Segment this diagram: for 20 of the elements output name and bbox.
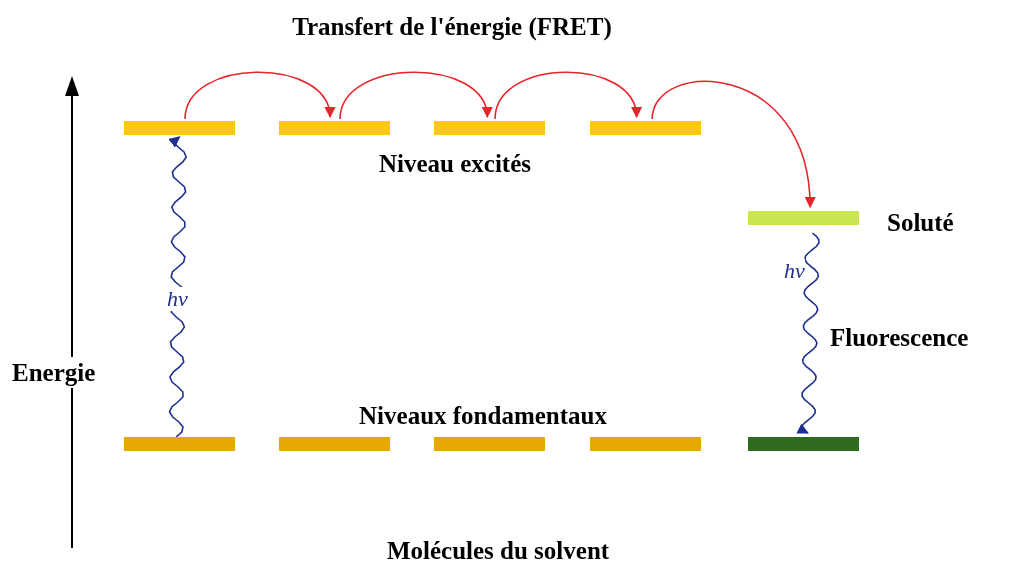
energy-level-bar bbox=[748, 437, 859, 451]
energy-level-bar bbox=[434, 437, 545, 451]
photon-wave-arrow bbox=[168, 136, 188, 438]
level-label: Energie bbox=[12, 357, 96, 388]
energy-transfer-arrow bbox=[651, 80, 815, 209]
title: Transfert de l'énergie (FRET) bbox=[292, 14, 612, 39]
energy-transfer-arrow bbox=[184, 71, 334, 120]
photon-wave-arrow bbox=[796, 232, 820, 434]
energy-transfer-arrow bbox=[339, 71, 491, 120]
energy-level-bar bbox=[434, 121, 545, 135]
energy-level-bar bbox=[590, 437, 701, 451]
energy-level-bar bbox=[279, 121, 390, 135]
edge-label: hν bbox=[167, 287, 188, 311]
level-caption: Soluté bbox=[887, 210, 954, 235]
energy-level-bar bbox=[279, 437, 390, 451]
energy-level-bar bbox=[124, 437, 235, 451]
energy-level-bar bbox=[748, 211, 859, 225]
energy-level-bar bbox=[590, 121, 701, 135]
energy-transfer-arrow bbox=[494, 71, 641, 120]
energy-level-bar bbox=[124, 121, 235, 135]
